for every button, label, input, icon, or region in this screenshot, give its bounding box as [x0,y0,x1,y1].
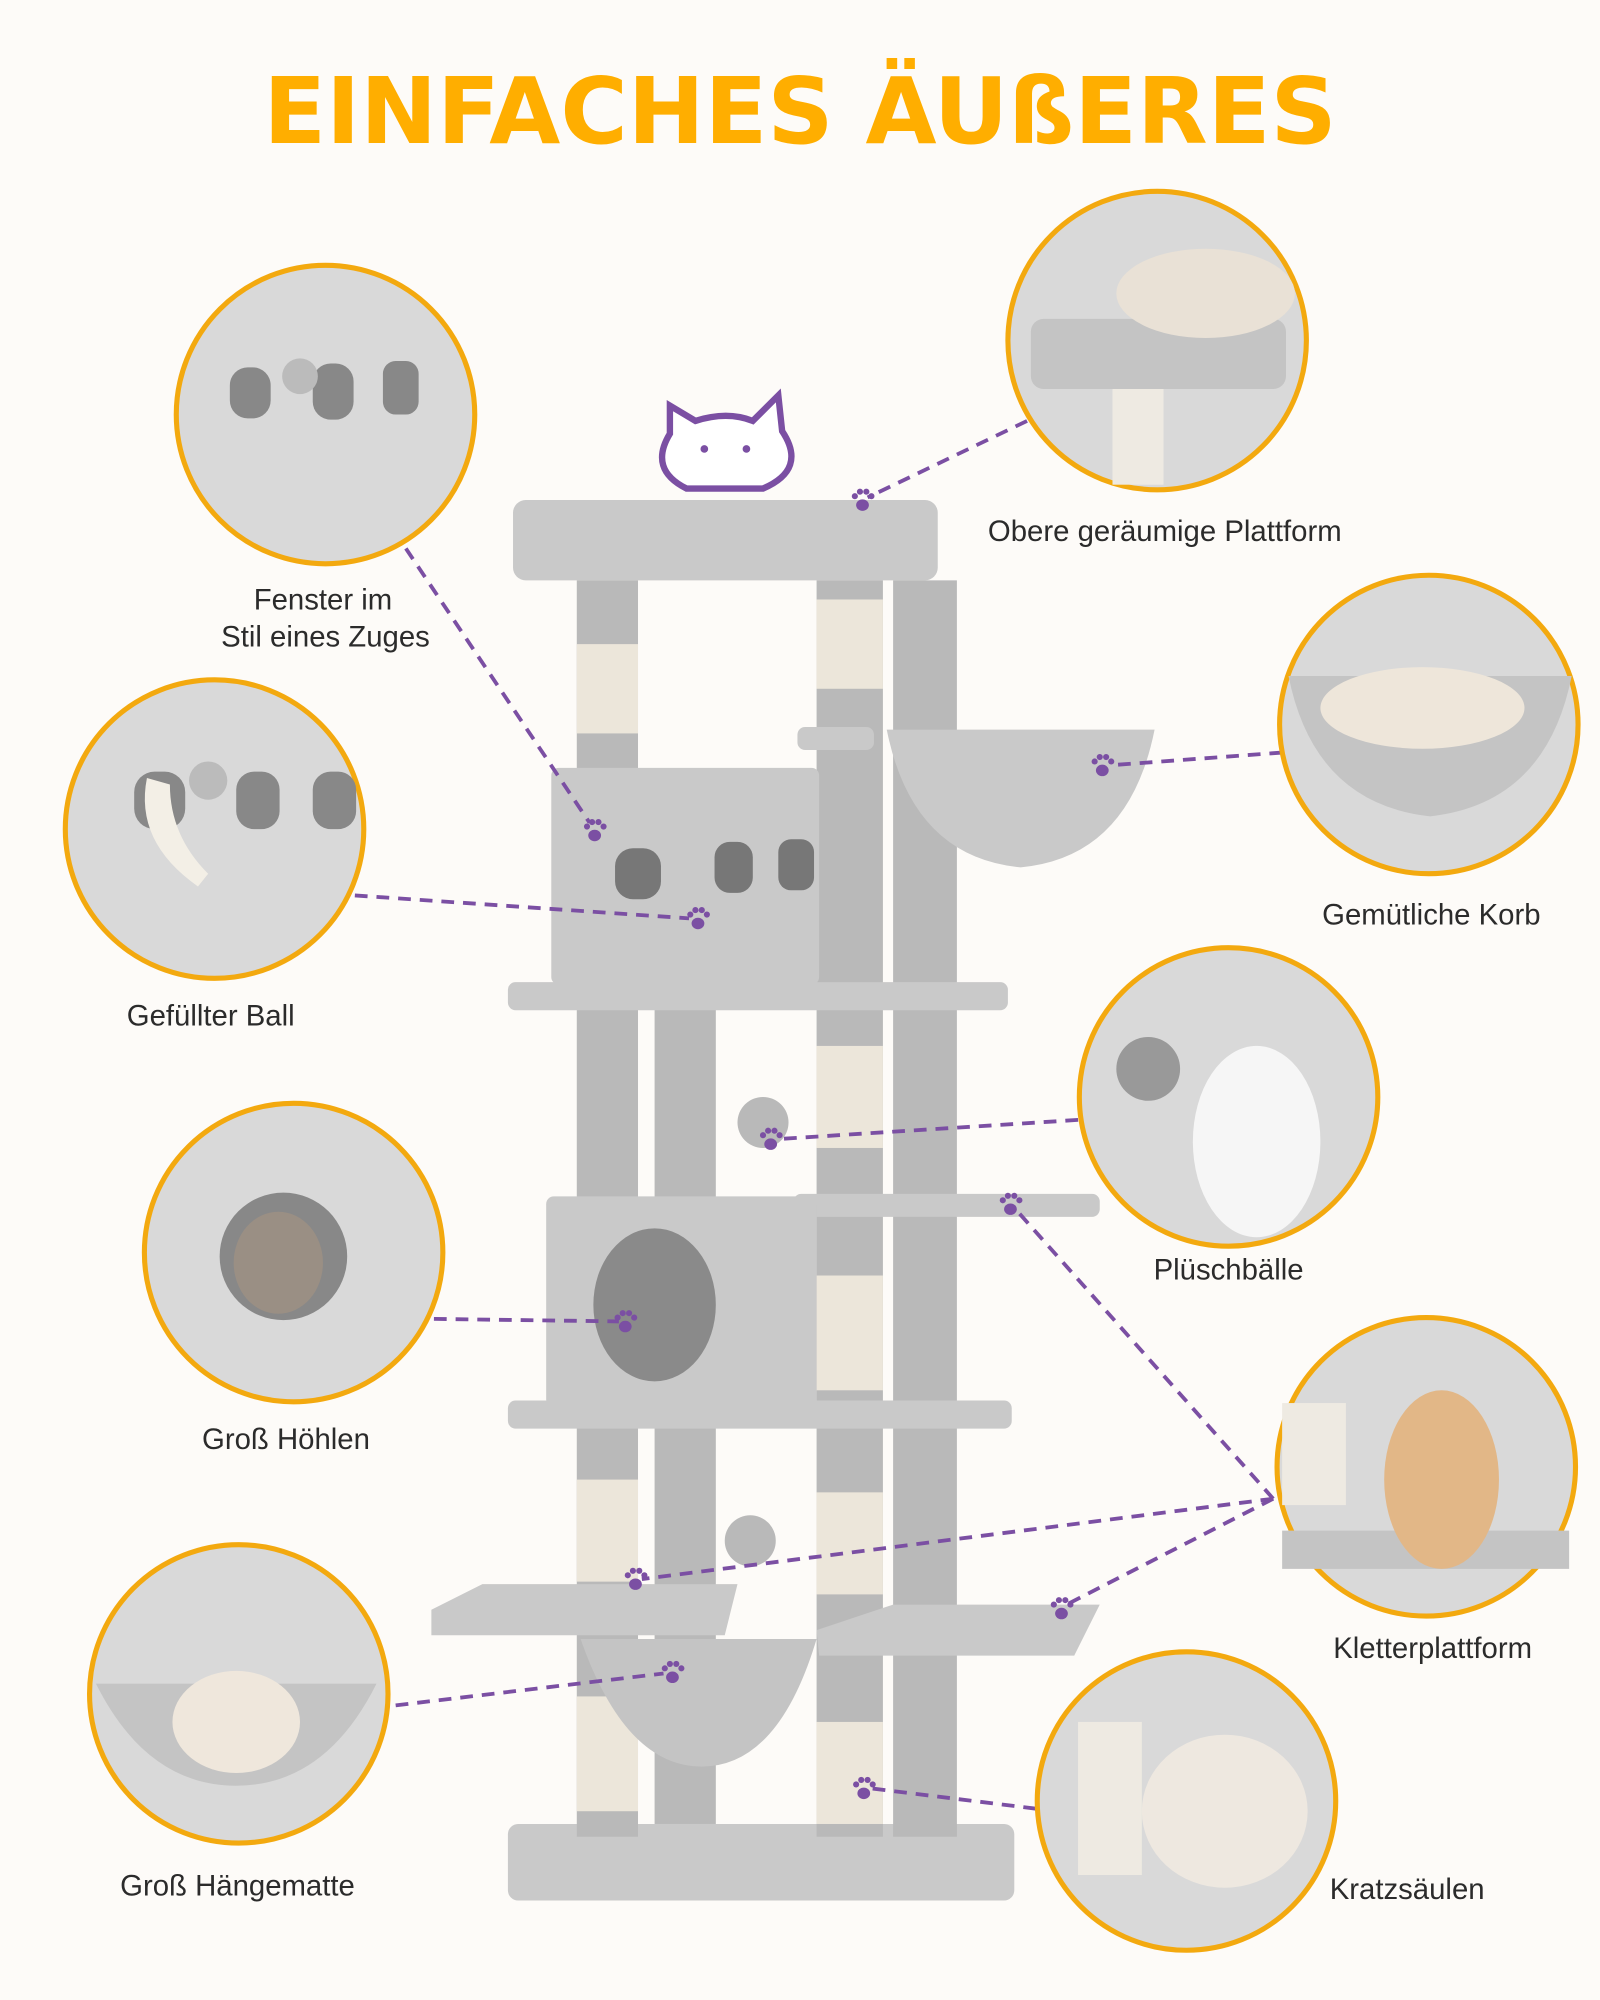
detail-large-cave [141,1100,446,1405]
label-plush-balls: Plüschbälle [1154,1253,1304,1286]
basket [886,729,1155,868]
detail-plush-balls [1076,945,1381,1249]
left-platform [431,1584,738,1636]
plush-ball [737,1096,789,1148]
label-climbing-platform: Kletterplattform [1333,1632,1532,1665]
detail-hammock [86,1542,391,1846]
detail-stuffed-ball [62,677,367,981]
top-platform [513,500,938,581]
page-title: EINFACHES ÄUßERES [263,57,1336,165]
label-stuffed-ball: Gefüllter Ball [127,1000,295,1033]
base-platform [507,1823,1015,1901]
label-scratching-posts: Kratzsäulen [1330,1873,1485,1906]
label-cozy-basket: Gemütliche Korb [1322,899,1540,932]
connector-lines [354,419,1283,1811]
detail-climbing-platform [1274,1315,1579,1619]
cat-tree [431,388,1155,1901]
label-hammock: Groß Hängematte [120,1869,355,1902]
detail-top-platform [1005,188,1309,493]
detail-scratching-posts [1034,1649,1339,1953]
climbing-platform [816,1604,1100,1656]
label-large-cave: Groß Höhlen [202,1423,370,1456]
hammock [580,1639,817,1767]
label-train-window-line1: Fenster im [254,584,393,617]
detail-train-window [173,262,478,567]
detail-cozy-basket [1277,572,1581,877]
train-window-box [551,767,820,985]
label-train-window-line2: Stil eines Zuges [221,621,430,654]
callout-labels: Fenster im Stil eines Zuges Gefüllter Ba… [120,515,1540,1906]
detail-circles [62,188,1581,1953]
cat-logo-icon [658,388,795,492]
label-top-platform: Obere geräumige Plattform [988,515,1342,548]
